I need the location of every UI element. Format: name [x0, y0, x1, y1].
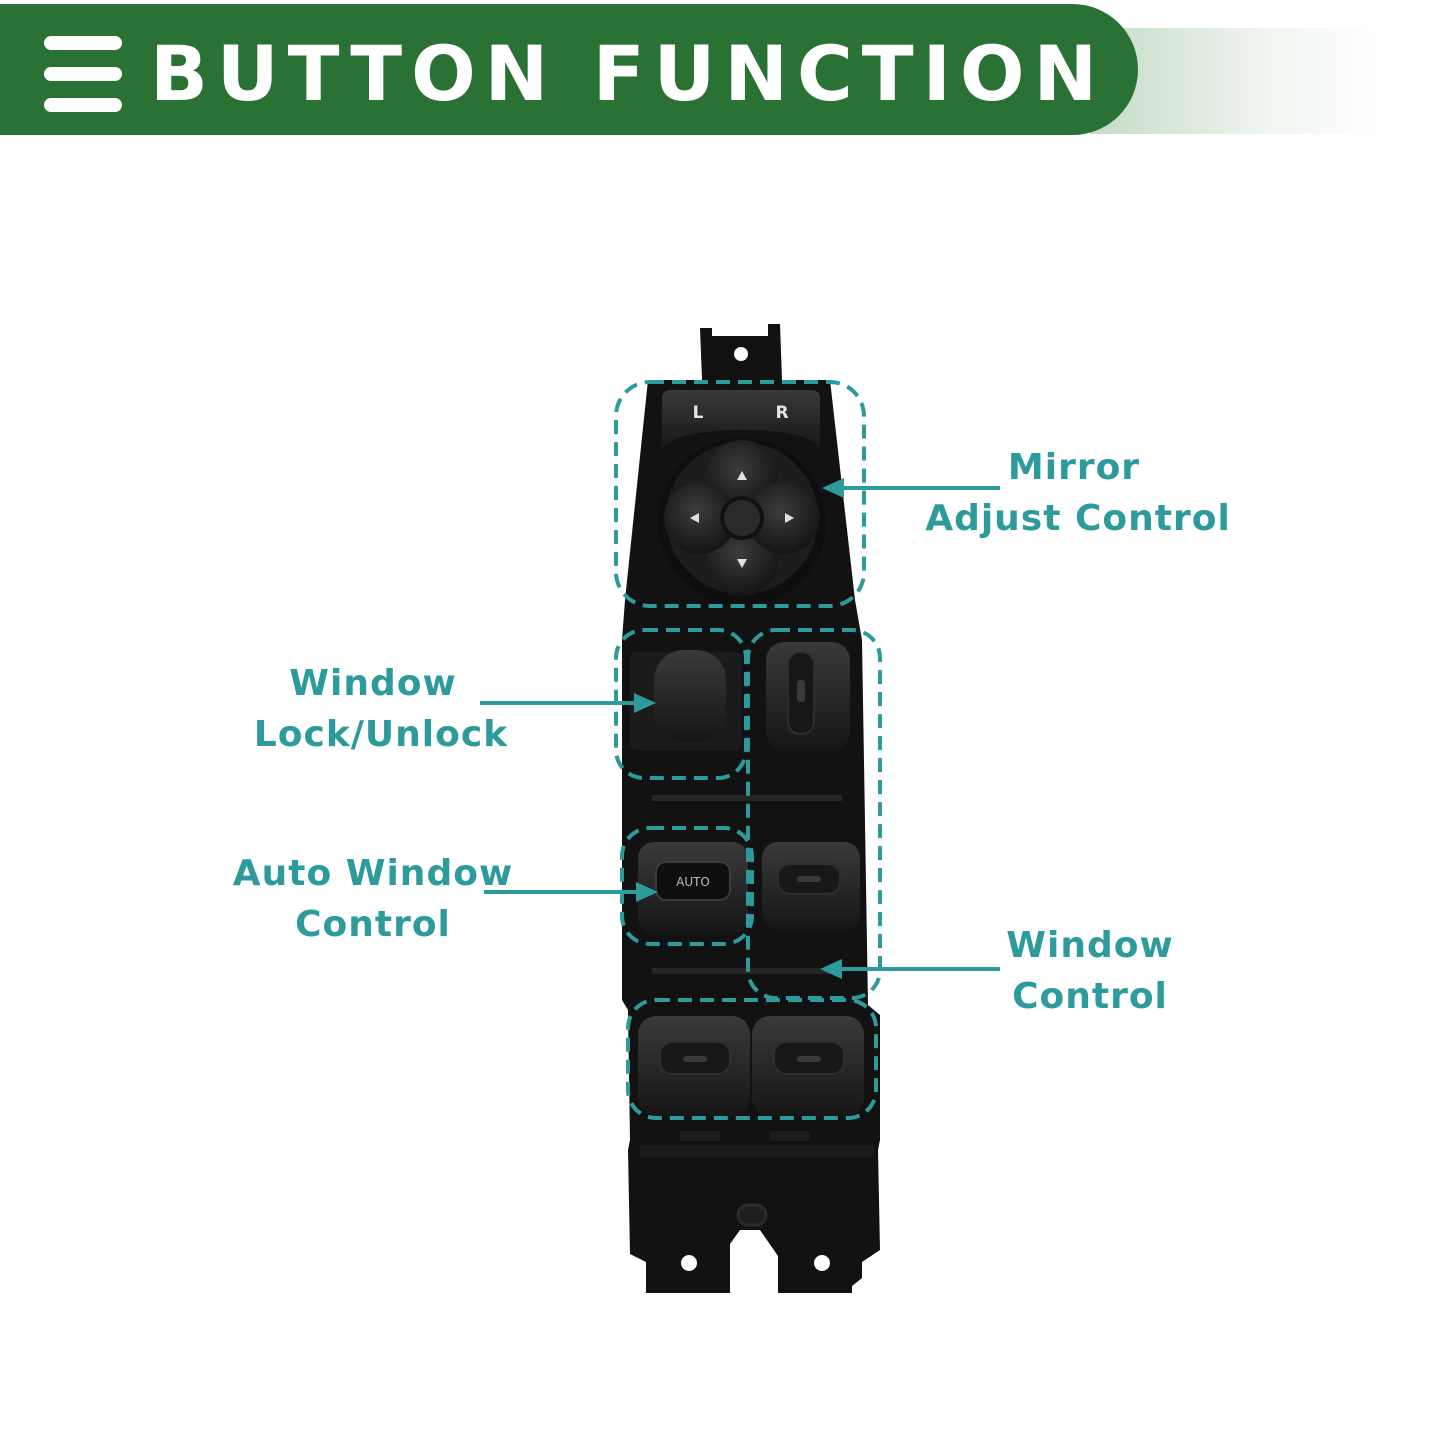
window-control-callout: Window Control — [990, 920, 1190, 1022]
auto-callout-line1: Auto Window — [232, 853, 514, 894]
auto-label: AUTO — [676, 875, 710, 889]
mirror-adjust-callout: Mirror Adjust Control — [920, 442, 1236, 544]
mirror-left-label: L — [693, 403, 704, 423]
mirror-right-label: R — [775, 403, 788, 423]
driver-window-switch[interactable] — [766, 642, 850, 750]
window-arrow-icon — [820, 959, 842, 979]
mirror-callout-line1: Mirror — [1007, 447, 1141, 488]
title-banner: BUTTON FUNCTION — [0, 4, 1138, 135]
rear-highlight — [626, 998, 878, 1120]
mirror-arrow-icon — [822, 478, 844, 498]
arrow-left-icon — [690, 513, 699, 523]
banner-fade — [1090, 28, 1380, 134]
auto-arrow-icon — [636, 882, 658, 902]
arrow-up-icon — [737, 471, 747, 480]
window-callout-line2: Control — [1012, 976, 1168, 1017]
lock-callout-line1: Window — [289, 663, 457, 704]
page-title: BUTTON FUNCTION — [150, 29, 1107, 118]
rear-left-window-switch[interactable] — [638, 1016, 750, 1116]
window-lock-button[interactable] — [630, 650, 742, 750]
mirror-callout-line2: Adjust Control — [925, 498, 1231, 539]
lock-callout-line2: Lock/Unlock — [253, 714, 509, 755]
window-callout-line1: Window — [1006, 925, 1174, 966]
auto-callout-line2: Control — [295, 904, 451, 945]
mirror-selector-switch[interactable]: L R — [662, 390, 820, 450]
auto-window-callout: Auto Window Control — [222, 848, 524, 950]
lock-arrow-icon — [634, 693, 656, 713]
rear-right-window-switch[interactable] — [752, 1016, 864, 1116]
window-lock-callout: Window Lock/Unlock — [236, 658, 526, 760]
arrow-right-icon — [785, 513, 794, 523]
hamburger-menu-icon — [44, 36, 122, 112]
auto-window-switch[interactable]: AUTO — [638, 842, 748, 934]
mirror-highlight — [614, 380, 866, 608]
arrow-down-icon — [737, 559, 747, 568]
mirror-joystick[interactable] — [658, 438, 826, 606]
passenger-window-switch[interactable] — [762, 842, 860, 930]
